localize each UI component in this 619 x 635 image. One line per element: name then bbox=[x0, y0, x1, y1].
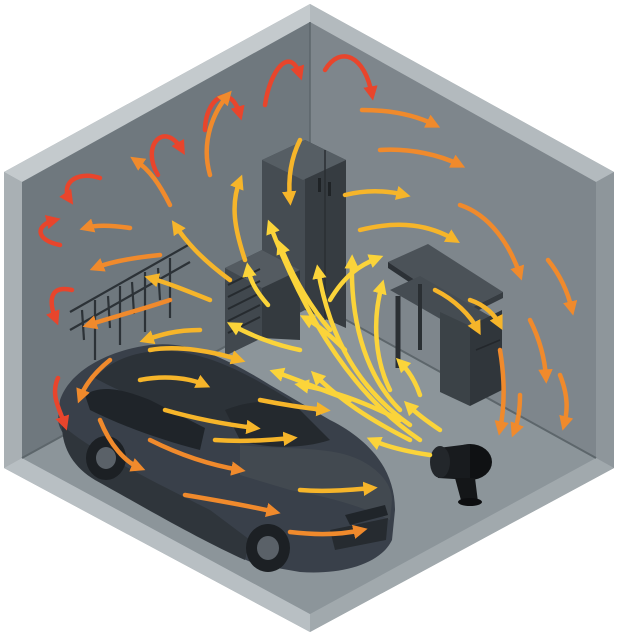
arrow-warm bbox=[215, 438, 292, 441]
rim-left-side bbox=[4, 172, 22, 468]
car-rear-hub bbox=[96, 447, 116, 469]
rim-right-side bbox=[596, 172, 614, 468]
arrow-warm bbox=[300, 488, 372, 491]
car-front-hub bbox=[257, 536, 279, 560]
arrow-orange bbox=[85, 226, 130, 228]
